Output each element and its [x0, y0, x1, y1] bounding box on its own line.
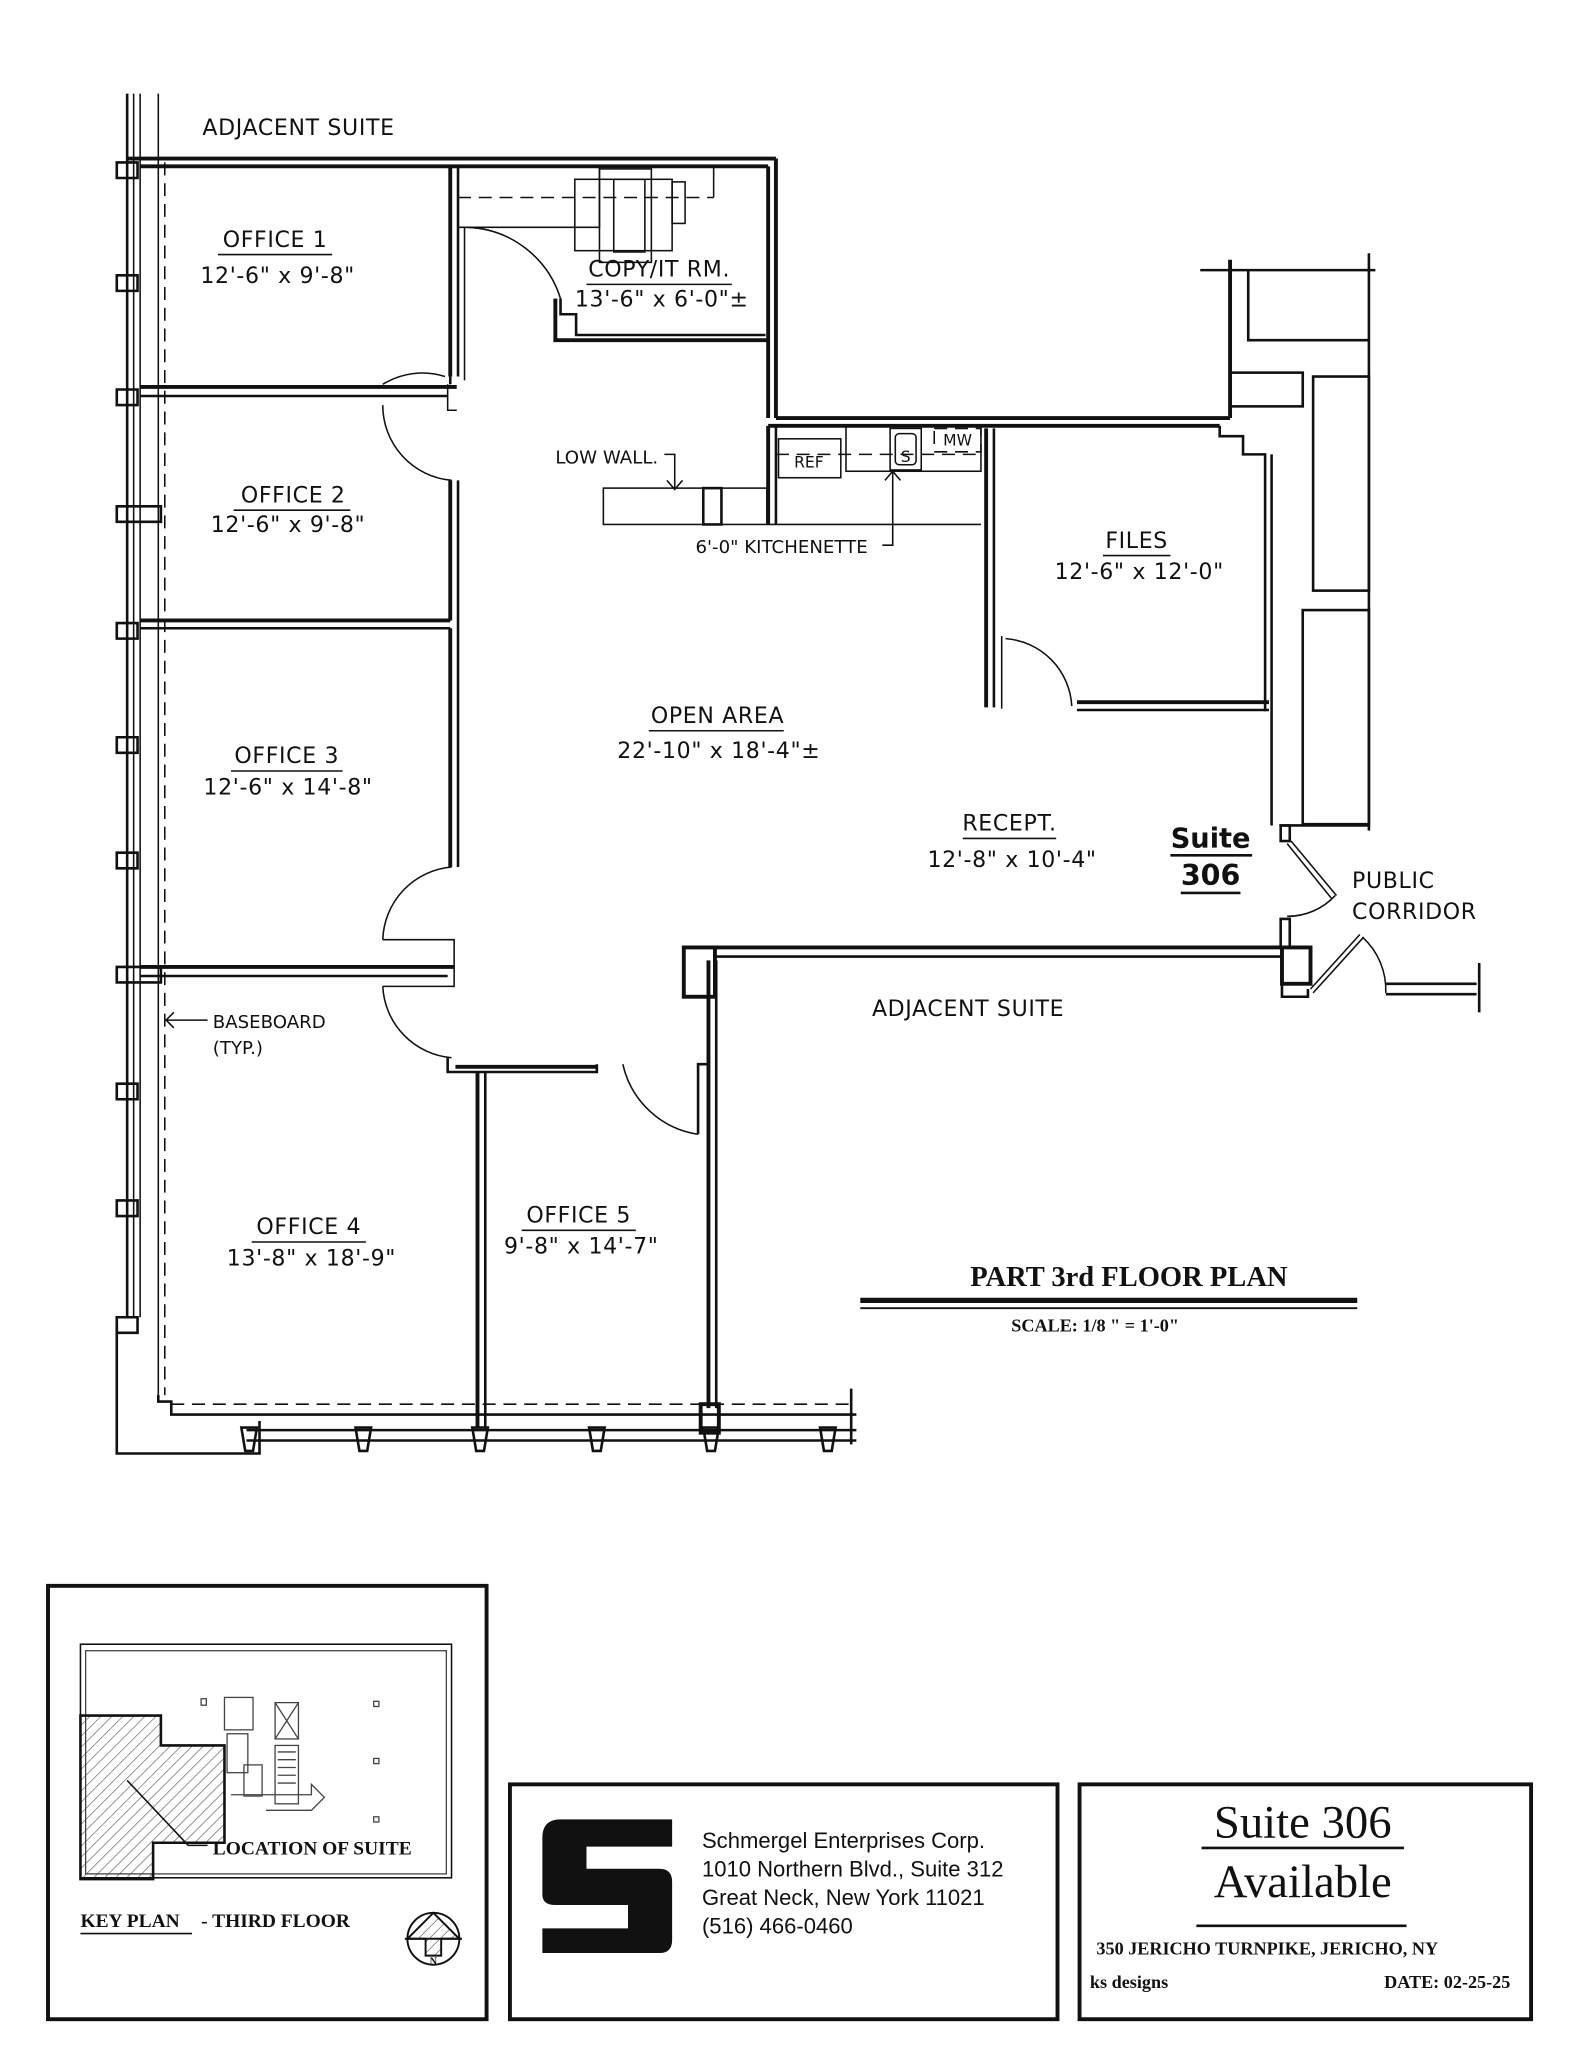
svg-text:306: 306: [1181, 859, 1241, 892]
room-label-office-1: OFFICE 1 12'-6" x 9'-8": [200, 228, 355, 289]
suite-title: Suite 306: [1214, 1797, 1392, 1849]
adjacent-suite-bottom-label: ADJACENT SUITE: [872, 997, 1064, 1022]
floor-plan: OFFICE 1 12'-6" x 9'-8" OFFICE 2 12'-6" …: [115, 93, 1481, 1455]
svg-text:OFFICE 5: OFFICE 5: [526, 1204, 631, 1229]
svg-text:12'-8" x 10'-4": 12'-8" x 10'-4": [927, 848, 1096, 873]
room-label-copy-it: COPY/IT RM. 13'-6" x 6'-0"±: [575, 258, 749, 313]
key-plan-title: KEY PLAN: [80, 1911, 179, 1932]
north-arrow-icon: N: [404, 1911, 462, 1968]
suite-location-hatch: [79, 1714, 226, 1881]
property-address: 350 JERICHO TURNPIKE, JERICHO, NY: [1096, 1938, 1438, 1958]
company-logo-icon: [542, 1819, 673, 1954]
company-info-box: Schmergel Enterprises Corp. 1010 Norther…: [507, 1782, 1060, 2022]
kitchenette-label: 6'-0" KITCHENETTE: [695, 537, 867, 558]
suite-number-label: Suite 306: [1170, 824, 1253, 895]
low-wall-label: LOW WALL.: [555, 447, 658, 468]
room-label-reception: RECEPT. 12'-8" x 10'-4": [927, 812, 1096, 873]
bottom-mullions: [239, 1426, 838, 1453]
svg-text:22'-10" x 18'-4"±: 22'-10" x 18'-4"±: [617, 739, 820, 764]
svg-text:Suite: Suite: [1171, 824, 1251, 855]
svg-text:12'-6" x 9'-8": 12'-6" x 9'-8": [211, 513, 366, 538]
left-mullions: [115, 161, 163, 1335]
adjacent-suite-top-label: ADJACENT SUITE: [202, 116, 394, 141]
sink-label: S: [901, 448, 911, 466]
svg-text:OPEN AREA: OPEN AREA: [651, 704, 784, 729]
svg-text:9'-8" x 14'-7": 9'-8" x 14'-7": [504, 1235, 659, 1260]
availability-status: Available: [1214, 1856, 1392, 1908]
svg-text:OFFICE 1: OFFICE 1: [223, 228, 328, 253]
baseboard-label: BASEBOARD: [213, 1012, 326, 1033]
location-of-suite-label: LOCATION OF SUITE: [213, 1838, 412, 1859]
svg-text:13'-8" x 18'-9": 13'-8" x 18'-9": [227, 1246, 396, 1271]
company-name: Schmergel Enterprises Corp.: [702, 1828, 985, 1853]
plan-date: DATE: 02-25-25: [1384, 1972, 1510, 1992]
room-label-office-3: OFFICE 3 12'-6" x 14'-8": [203, 744, 372, 800]
svg-text:OFFICE 3: OFFICE 3: [234, 744, 339, 769]
svg-text:OFFICE 2: OFFICE 2: [241, 483, 346, 508]
svg-text:SCALE: 1/8 " = 1'-0": SCALE: 1/8 " = 1'-0": [1011, 1316, 1179, 1336]
microwave-label: MW: [943, 431, 972, 449]
company-address-2: Great Neck, New York 11021: [702, 1885, 985, 1910]
baseboard-label-2: (TYP.): [213, 1038, 263, 1059]
svg-text:12'-6" x 12'-0": 12'-6" x 12'-0": [1055, 560, 1224, 585]
room-label-office-2: OFFICE 2 12'-6" x 9'-8": [211, 483, 366, 538]
svg-text:OFFICE 4: OFFICE 4: [256, 1215, 361, 1240]
svg-text:PART 3rd FLOOR PLAN: PART 3rd FLOOR PLAN: [970, 1262, 1288, 1293]
key-plan: LOCATION OF SUITE KEY PLAN - THIRD FLOOR…: [46, 1583, 489, 2022]
room-label-open-area: OPEN AREA 22'-10" x 18'-4"±: [617, 704, 820, 764]
company-phone: (516) 466-0460: [702, 1914, 853, 1939]
public-corridor-label-2: CORRIDOR: [1352, 900, 1477, 925]
plan-title-block: PART 3rd FLOOR PLAN SCALE: 1/8 " = 1'-0": [860, 1262, 1358, 1336]
room-label-office-4: OFFICE 4 13'-8" x 18'-9": [227, 1215, 396, 1271]
public-corridor-label: PUBLIC: [1352, 869, 1435, 894]
room-label-files: FILES 12'-6" x 12'-0": [1055, 529, 1224, 585]
key-plan-subtitle: - THIRD FLOOR: [201, 1911, 351, 1932]
refrigerator-label: REF: [794, 453, 824, 471]
designer-credit: ks designs: [1090, 1972, 1168, 1992]
svg-text:13'-6" x 6'-0"±: 13'-6" x 6'-0"±: [575, 287, 749, 312]
svg-text:FILES: FILES: [1105, 529, 1168, 554]
svg-text:COPY/IT RM.: COPY/IT RM.: [588, 258, 730, 283]
title-block: Suite 306 Available 350 JERICHO TURNPIKE…: [1077, 1782, 1534, 2022]
room-label-office-5: OFFICE 5 9'-8" x 14'-7": [504, 1204, 659, 1260]
company-address-1: 1010 Northern Blvd., Suite 312: [702, 1856, 1004, 1881]
svg-text:RECEPT.: RECEPT.: [962, 812, 1056, 837]
svg-text:12'-6" x 14'-8": 12'-6" x 14'-8": [203, 775, 372, 800]
svg-text:12'-6" x 9'-8": 12'-6" x 9'-8": [200, 264, 355, 289]
svg-text:N: N: [430, 1957, 438, 1968]
